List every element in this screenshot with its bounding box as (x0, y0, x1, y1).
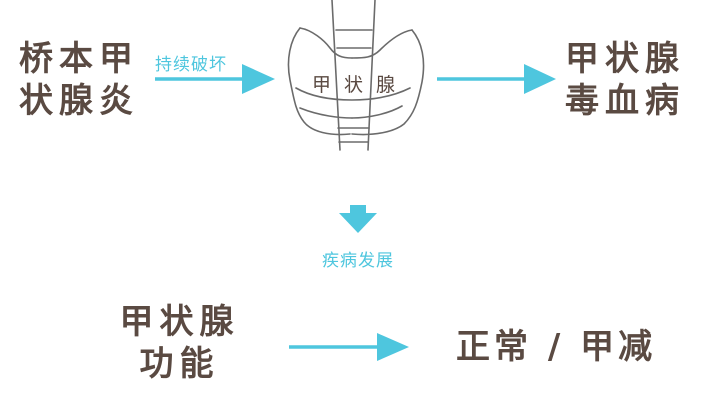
thyrotoxicosis-line2: 毒血病 (565, 81, 685, 121)
hashimoto-line2: 状腺炎 (19, 81, 139, 121)
organ-char-2: 状 (344, 74, 364, 96)
thyrotoxicosis-line1: 甲状腺 (565, 39, 685, 79)
thyroid-function-line2: 功能 (139, 344, 220, 384)
thyrotoxicosis-node: 甲状腺 毒血病 (560, 38, 690, 122)
organ-char-3: 腺 (376, 74, 396, 96)
arrow-thyroid-to-right (437, 64, 556, 94)
result-node: 正常 / 甲减 (456, 327, 657, 367)
thyroid-illustration (287, 0, 425, 151)
organ-char-1: 甲 (312, 74, 332, 96)
disease-progress-label: 疾病发展 (322, 251, 394, 271)
hashimoto-node: 桥本甲 状腺炎 (14, 38, 144, 122)
edge-label-persistent-damage: 持续破坏 (155, 55, 227, 75)
arrow-left-to-thyroid (155, 64, 275, 94)
hashimoto-line1: 桥本甲 (19, 39, 139, 79)
arrow-function-to-result (289, 333, 409, 361)
thyroid-function-line1: 甲状腺 (119, 302, 240, 342)
thyroid-function-node: 甲状腺 功能 (112, 301, 247, 385)
down-arrow (339, 205, 377, 233)
